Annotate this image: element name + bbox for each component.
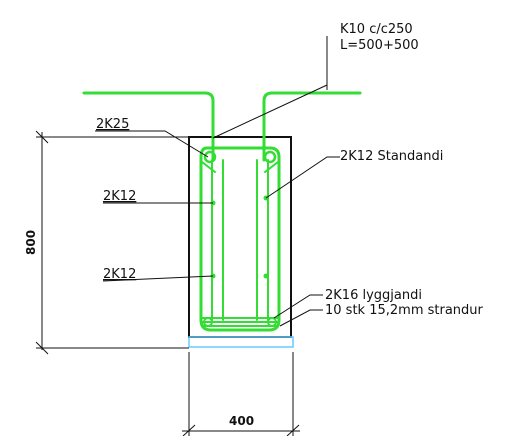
side-bar-dot-4 (263, 273, 269, 279)
label-k16-lyggjandi: 2K16 lyggjandi (325, 288, 422, 303)
concrete-section-outline (188, 136, 292, 338)
dim-width-tick-right (286, 424, 300, 436)
k10-stirrup-left (82, 91, 215, 162)
dim-height-tick-bottom (35, 341, 49, 355)
label-k10-line2: L=500+500 (340, 38, 419, 53)
leader-strandur (279, 309, 323, 327)
main-stirrup (199, 146, 281, 332)
label-k25: 2K25 (96, 117, 129, 132)
label-k12-standandi: 2K12 Standandi (340, 149, 443, 164)
leader-k25 (95, 130, 209, 158)
leader-k16 (273, 294, 323, 319)
dim-width-tick-left (182, 424, 196, 436)
leader-k10 (212, 36, 328, 139)
label-strandur: 10 stk 15,2mm strandur (325, 303, 484, 318)
label-k12-top: 2K12 (103, 189, 136, 204)
dim-height-tick-top (35, 130, 49, 144)
dim-height-label: 800 (24, 230, 38, 255)
leader-k12-bottom (102, 275, 214, 282)
k25-bar-left (203, 150, 217, 164)
label-k10-line1: K10 c/c250 (340, 22, 413, 37)
hook-left (201, 161, 216, 173)
k25-bar-right (263, 150, 277, 164)
base-pad (188, 336, 294, 348)
label-k12-bottom: 2K12 (103, 267, 136, 282)
dim-width-label: 400 (229, 414, 254, 428)
k10-stirrup-right (262, 91, 362, 162)
leader-k12-standandi (265, 156, 340, 199)
k16-bar-left (203, 317, 213, 327)
k16-bar-right (267, 317, 277, 327)
hook-right (264, 161, 279, 173)
